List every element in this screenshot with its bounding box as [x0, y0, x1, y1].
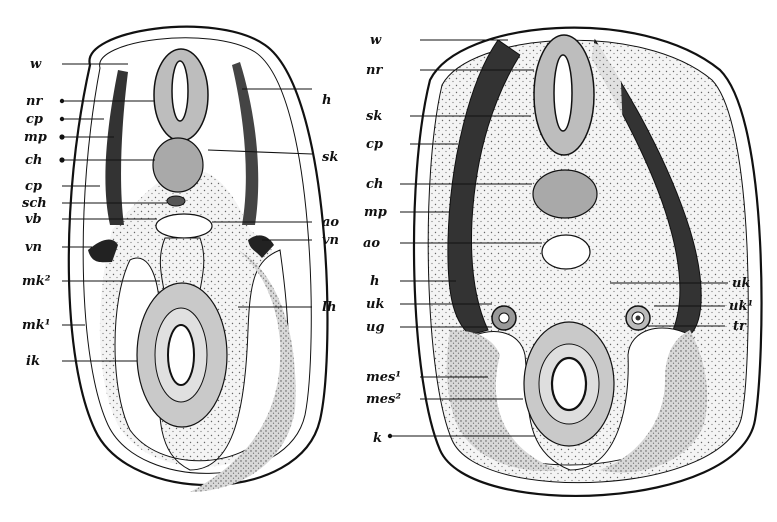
left-embryo-section	[69, 27, 328, 492]
right-intestine-lumen	[552, 358, 586, 410]
right-notochord	[533, 170, 597, 218]
right-aorta	[542, 235, 590, 269]
label-sk: sk	[322, 150, 338, 165]
label-mp: mp	[24, 130, 47, 145]
label-w: w	[30, 57, 42, 72]
label-k: k	[373, 431, 382, 446]
label-tr: tr	[733, 319, 747, 334]
label-uk: uk	[366, 297, 384, 312]
label-ug: ug	[366, 320, 385, 335]
label-cp-lower: cp	[25, 179, 42, 194]
label-mes2: mes²	[366, 392, 401, 407]
label-lh: lh	[322, 300, 336, 315]
label-nr: nr	[366, 63, 383, 78]
label-ao: ao	[322, 215, 339, 230]
left-notochord	[153, 138, 203, 192]
right-neural-canal	[554, 55, 572, 131]
label-vb: vb	[25, 212, 42, 227]
label-nr: nr	[26, 94, 43, 109]
left-subchordal-rod	[167, 196, 185, 206]
left-neural-canal	[172, 61, 188, 121]
right-embryo-section	[414, 28, 762, 496]
right-kidney-left-lumen	[499, 313, 509, 323]
right-kidney-right-core	[636, 316, 641, 321]
left-aorta	[156, 214, 212, 238]
label-ch: ch	[366, 177, 383, 192]
label-h: h	[370, 274, 379, 289]
label-ao: ao	[363, 236, 380, 251]
label-vn-right: vn	[322, 233, 339, 248]
label-vn: vn	[25, 240, 42, 255]
label-h: h	[322, 93, 331, 108]
label-cp: cp	[26, 112, 43, 127]
label-mk2: mk²	[22, 274, 51, 289]
label-uk1: uk¹	[729, 299, 753, 314]
label-sk: sk	[366, 109, 382, 124]
label-mk1: mk¹	[22, 318, 50, 333]
label-cp: cp	[366, 137, 383, 152]
label-mes1: mes¹	[366, 370, 401, 385]
label-w: w	[370, 33, 382, 48]
label-ik: ik	[26, 354, 40, 369]
label-sch: sch	[22, 196, 47, 211]
left-intestine-lumen	[168, 325, 194, 385]
label-uk-right: uk	[732, 276, 750, 291]
left-gut-stalk	[160, 238, 203, 290]
label-ch: ch	[25, 153, 42, 168]
label-mp: mp	[364, 205, 387, 220]
